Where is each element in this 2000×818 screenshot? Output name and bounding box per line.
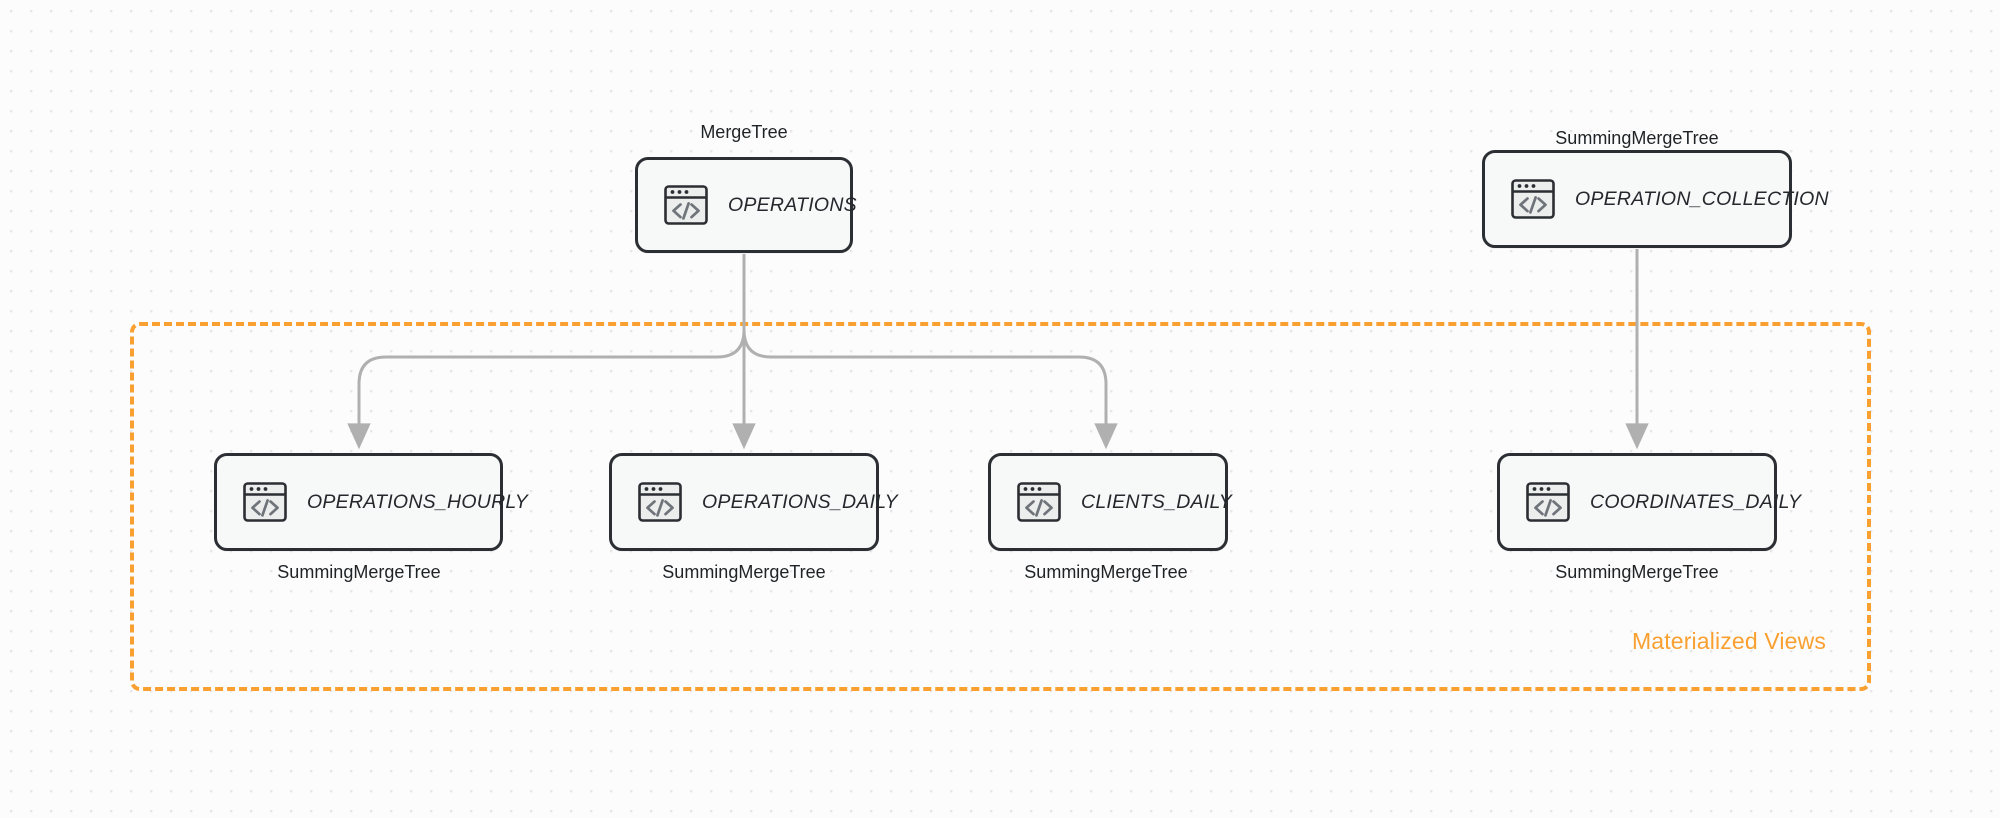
code-window-icon: [1507, 173, 1559, 225]
code-window-icon: [634, 476, 686, 528]
engine-caption-coordinates-daily: SummingMergeTree: [1555, 562, 1719, 582]
table-node-operation-collection[interactable]: OPERATION_COLLECTION: [1482, 150, 1829, 248]
engine-caption-operations: MergeTree: [700, 122, 788, 142]
table-node-label: OPERATIONS: [728, 193, 857, 216]
table-node-label: CLIENTS_DAILY: [1081, 490, 1233, 513]
table-node-label: OPERATIONS_HOURLY: [307, 490, 528, 513]
table-node-label: COORDINATES_DAILY: [1590, 490, 1802, 513]
table-node-label: OPERATIONS_DAILY: [702, 490, 898, 513]
table-node-coordinates-daily[interactable]: COORDINATES_DAILY: [1497, 453, 1801, 551]
code-window-icon: [1522, 476, 1574, 528]
materialized-views-group-label: Materialized Views: [1632, 628, 1827, 654]
engine-caption-clients-daily: SummingMergeTree: [1024, 562, 1188, 582]
materialized-views-group: [130, 322, 1871, 691]
code-window-icon: [1013, 476, 1065, 528]
table-node-operations[interactable]: OPERATIONS: [635, 157, 857, 253]
table-node-clients-daily[interactable]: CLIENTS_DAILY: [988, 453, 1232, 551]
engine-caption-operations-hourly: SummingMergeTree: [277, 562, 441, 582]
engine-caption-operations-daily: SummingMergeTree: [662, 562, 826, 582]
table-node-operations-hourly[interactable]: OPERATIONS_HOURLY: [214, 453, 528, 551]
code-window-icon: [660, 179, 712, 231]
table-node-label: OPERATION_COLLECTION: [1575, 187, 1829, 210]
engine-caption-operation-collection: SummingMergeTree: [1555, 128, 1719, 148]
code-window-icon: [239, 476, 291, 528]
table-node-operations-daily[interactable]: OPERATIONS_DAILY: [609, 453, 898, 551]
